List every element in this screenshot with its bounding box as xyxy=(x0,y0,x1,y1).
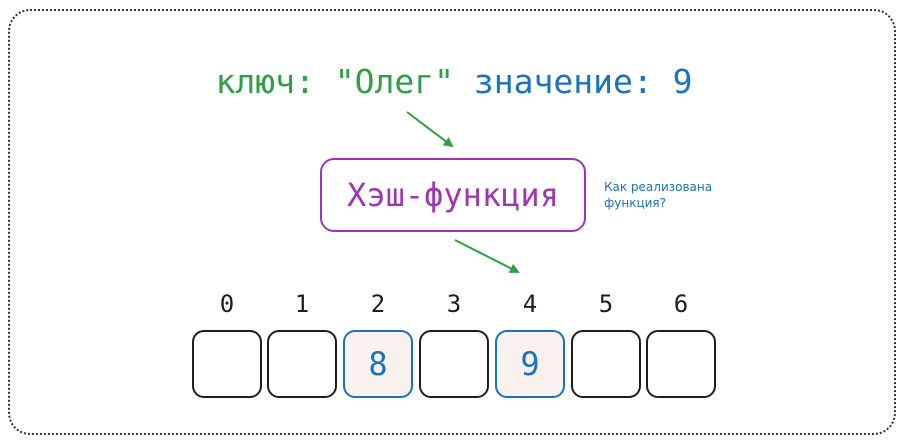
bucket-index-4: 4 xyxy=(522,290,538,318)
value-label: значение: xyxy=(473,62,653,101)
bucket-cell-5 xyxy=(571,330,641,398)
bucket-index-0: 0 xyxy=(219,290,235,318)
hash-function-label: Хэш-функция xyxy=(347,176,559,214)
bucket-index-5: 5 xyxy=(598,290,614,318)
bucket-cell-6 xyxy=(646,330,716,398)
bucket-index-3: 3 xyxy=(446,290,462,318)
bucket-cell-4: 9 xyxy=(495,330,565,398)
diagram-frame xyxy=(8,9,896,435)
bucket-cell-2: 8 xyxy=(343,330,413,398)
key-value-pair: ключ: "Олег" значение: 9 xyxy=(0,58,908,106)
bucket-cell-3 xyxy=(419,330,489,398)
implementation-note: Как реализована функция? xyxy=(604,179,774,211)
note-line-2: функция? xyxy=(604,196,667,210)
bucket-index-2: 2 xyxy=(370,290,386,318)
bucket-index-1: 1 xyxy=(294,290,310,318)
value-value: 9 xyxy=(672,62,693,101)
key-value: "Олег" xyxy=(334,62,454,101)
hash-function-box: Хэш-функция xyxy=(320,158,586,232)
bucket-cell-1 xyxy=(267,330,337,398)
bucket-index-6: 6 xyxy=(673,290,689,318)
key-label: ключ: xyxy=(215,62,315,101)
note-line-1: Как реализована xyxy=(604,180,713,194)
bucket-cell-0 xyxy=(192,330,262,398)
